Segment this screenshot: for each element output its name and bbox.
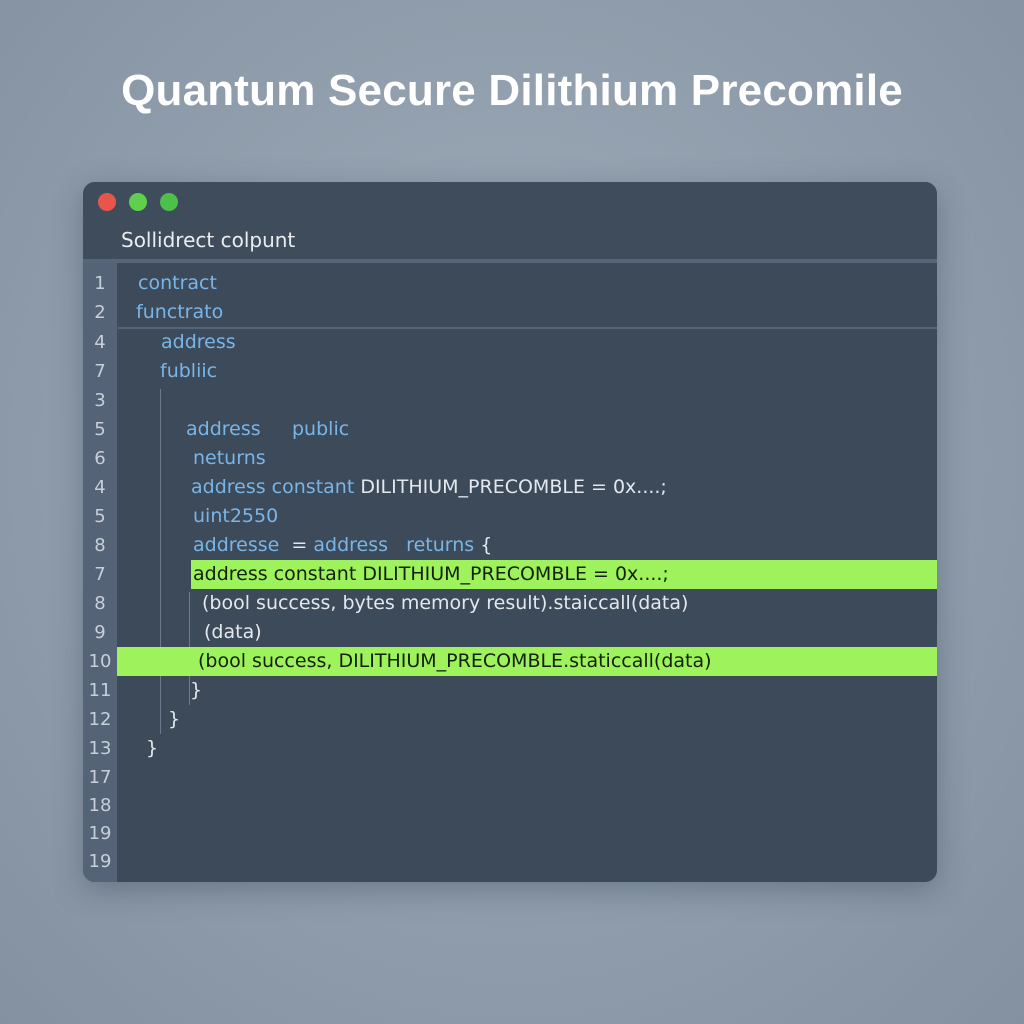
code-keyword: address <box>313 534 389 556</box>
line-number: 5 <box>94 506 106 527</box>
code-text: public <box>292 418 350 440</box>
line-number: 10 <box>88 651 112 672</box>
code-text: address <box>186 418 261 440</box>
line-number: 19 <box>88 851 112 872</box>
code-text: } <box>146 737 159 759</box>
code-text: { <box>474 534 493 556</box>
page-title: Quantum Secure Dilithium Precomile <box>121 66 903 115</box>
line-number: 12 <box>88 709 112 730</box>
code-line[interactable]: 1 contract <box>83 269 937 298</box>
line-number: 8 <box>94 593 106 614</box>
code-text: } <box>168 708 181 730</box>
line-number: 1 <box>94 273 106 294</box>
code-line[interactable]: 5 address public <box>83 415 937 444</box>
maximize-window-icon[interactable] <box>160 193 178 211</box>
line-highlight: address constant DILITHIUM_PRECOMBLE = 0… <box>191 560 937 589</box>
code-text: address constant DILITHIUM_PRECOMBLE = 0… <box>193 563 669 585</box>
line-number-gutter <box>83 263 117 882</box>
code-keyword: addresse <box>193 534 280 556</box>
code-text: } <box>190 679 203 701</box>
code-line[interactable]: 11 } <box>83 676 937 705</box>
code-text: (bool success, bytes memory result).stai… <box>202 592 689 614</box>
close-window-icon[interactable] <box>98 193 116 211</box>
line-number: 2 <box>94 302 106 323</box>
code-line[interactable]: 17 <box>83 763 937 792</box>
code-line[interactable]: 9 (data) <box>83 618 937 647</box>
code-line[interactable]: 12 } <box>83 705 937 734</box>
code-text: (bool success, DILITHIUM_PRECOMBLE.stati… <box>198 650 712 672</box>
line-number: 7 <box>94 564 106 585</box>
line-number: 3 <box>94 390 106 411</box>
line-number: 5 <box>94 419 106 440</box>
line-number: 8 <box>94 535 106 556</box>
code-line[interactable]: 8 addresse = address returns { <box>83 531 937 560</box>
code-line[interactable]: 2 functrato <box>83 298 937 327</box>
code-line-highlighted[interactable]: 7 address constant DILITHIUM_PRECOMBLE =… <box>83 560 937 589</box>
line-number: 13 <box>88 738 112 759</box>
line-number: 11 <box>88 680 112 701</box>
titlebar-divider <box>83 259 937 263</box>
line-number: 4 <box>94 332 106 353</box>
code-line[interactable]: 7 fubliic <box>83 357 937 386</box>
code-editor-window: Sollidrect colpunt 1 contract 2 functrat… <box>83 182 937 882</box>
code-text: fubliic <box>160 360 218 382</box>
code-line[interactable]: 5 uint2550 <box>83 502 937 531</box>
code-line-highlighted[interactable]: 10 (bool success, DILITHIUM_PRECOMBLE.st… <box>83 647 937 676</box>
editor-divider <box>118 327 937 329</box>
code-text: uint2550 <box>193 505 279 527</box>
code-text: contract <box>138 272 217 294</box>
window-title: Sollidrect colpunt <box>121 228 296 252</box>
indent-guide <box>160 389 161 734</box>
line-number: 4 <box>94 477 106 498</box>
code-line[interactable]: 13 } <box>83 734 937 763</box>
window-titlebar: Sollidrect colpunt <box>83 182 937 259</box>
line-highlight: (bool success, DILITHIUM_PRECOMBLE.stati… <box>117 647 937 676</box>
code-keyword: address constant <box>191 476 355 498</box>
code-line[interactable]: 19 <box>83 847 937 876</box>
code-line[interactable]: 6 neturns <box>83 444 937 473</box>
code-text: DILITHIUM_PRECOMBLE = 0x....; <box>354 476 667 498</box>
code-line[interactable]: 3 <box>83 386 937 415</box>
code-text: functrato <box>136 301 224 323</box>
line-number: 7 <box>94 361 106 382</box>
code-text: = <box>279 534 314 556</box>
code-line[interactable]: 8 (bool success, bytes memory result).st… <box>83 589 937 618</box>
code-line[interactable]: 4 address constant DILITHIUM_PRECOMBLE =… <box>83 473 937 502</box>
line-number: 9 <box>94 622 106 643</box>
code-line[interactable]: 18 <box>83 791 937 820</box>
line-number: 18 <box>88 795 112 816</box>
code-line[interactable]: 4 address <box>83 328 937 357</box>
code-text: (data) <box>204 621 262 643</box>
line-number: 19 <box>88 823 112 844</box>
minimize-window-icon[interactable] <box>129 193 147 211</box>
line-number: 17 <box>88 767 112 788</box>
code-text: address <box>161 331 236 353</box>
line-number: 6 <box>94 448 106 469</box>
code-keyword: returns <box>406 534 475 556</box>
code-text: neturns <box>193 447 266 469</box>
code-line[interactable]: 19 <box>83 819 937 848</box>
